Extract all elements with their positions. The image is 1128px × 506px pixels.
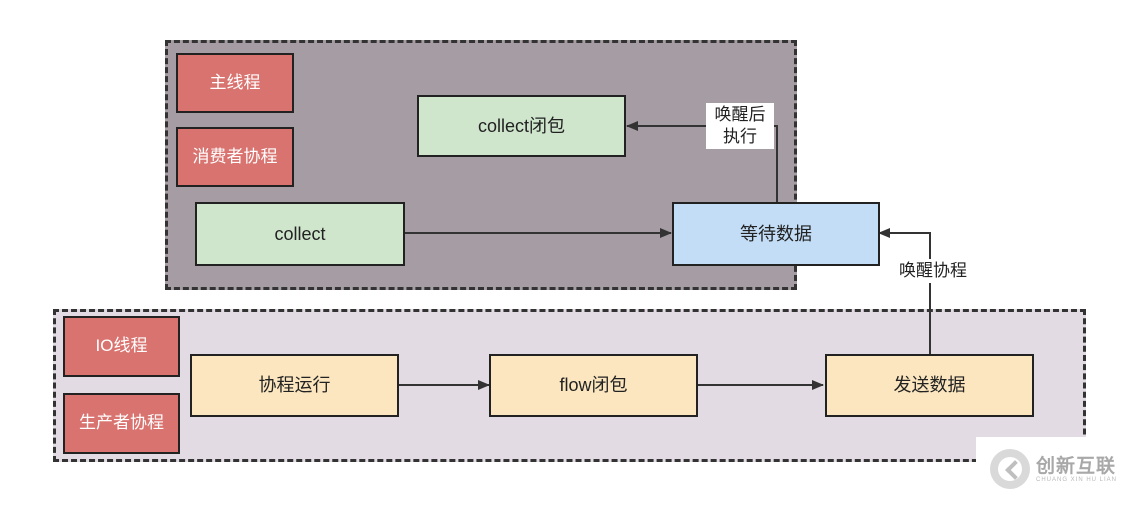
wake-coroutine-label: 唤醒协程 bbox=[889, 259, 977, 284]
collect-closure-box: collect闭包 bbox=[417, 95, 626, 157]
watermark-name: 创新互联 bbox=[1036, 456, 1117, 477]
wait-data-label: 等待数据 bbox=[740, 223, 812, 244]
brand-logo-icon bbox=[990, 449, 1030, 489]
io-thread-label: IO线程 bbox=[95, 336, 148, 356]
arrow-send-to-wait bbox=[878, 228, 931, 354]
watermark-pinyin: CHUANG XIN HU LIAN bbox=[1036, 477, 1118, 483]
consumer-coroutine-label: 消费者协程 bbox=[192, 146, 278, 166]
collect-box: collect bbox=[195, 202, 405, 266]
wake-execute-label: 唤醒后 执行 bbox=[706, 103, 774, 150]
arrow-wait-to-collect-closure bbox=[626, 121, 778, 202]
coroutine-run-label: 协程运行 bbox=[258, 375, 331, 396]
wait-data-box: 等待数据 bbox=[672, 202, 880, 266]
send-data-label: 发送数据 bbox=[893, 375, 966, 396]
watermark: 创新互联 CHUANG XIN HU LIAN bbox=[976, 437, 1128, 506]
collect-closure-label: collect闭包 bbox=[477, 115, 566, 136]
coroutine-run-box: 协程运行 bbox=[190, 354, 399, 417]
flow-closure-box: flow闭包 bbox=[489, 354, 698, 417]
main-thread-tag: 主线程 bbox=[176, 53, 294, 113]
consumer-coroutine-tag: 消费者协程 bbox=[176, 127, 294, 187]
producer-coroutine-tag: 生产者协程 bbox=[63, 393, 180, 454]
send-data-box: 发送数据 bbox=[825, 354, 1034, 417]
io-thread-tag: IO线程 bbox=[63, 316, 180, 377]
producer-coroutine-label: 生产者协程 bbox=[79, 413, 164, 433]
flow-closure-label: flow闭包 bbox=[559, 375, 628, 396]
collect-label: collect bbox=[274, 223, 326, 244]
main-thread-label: 主线程 bbox=[209, 72, 261, 92]
